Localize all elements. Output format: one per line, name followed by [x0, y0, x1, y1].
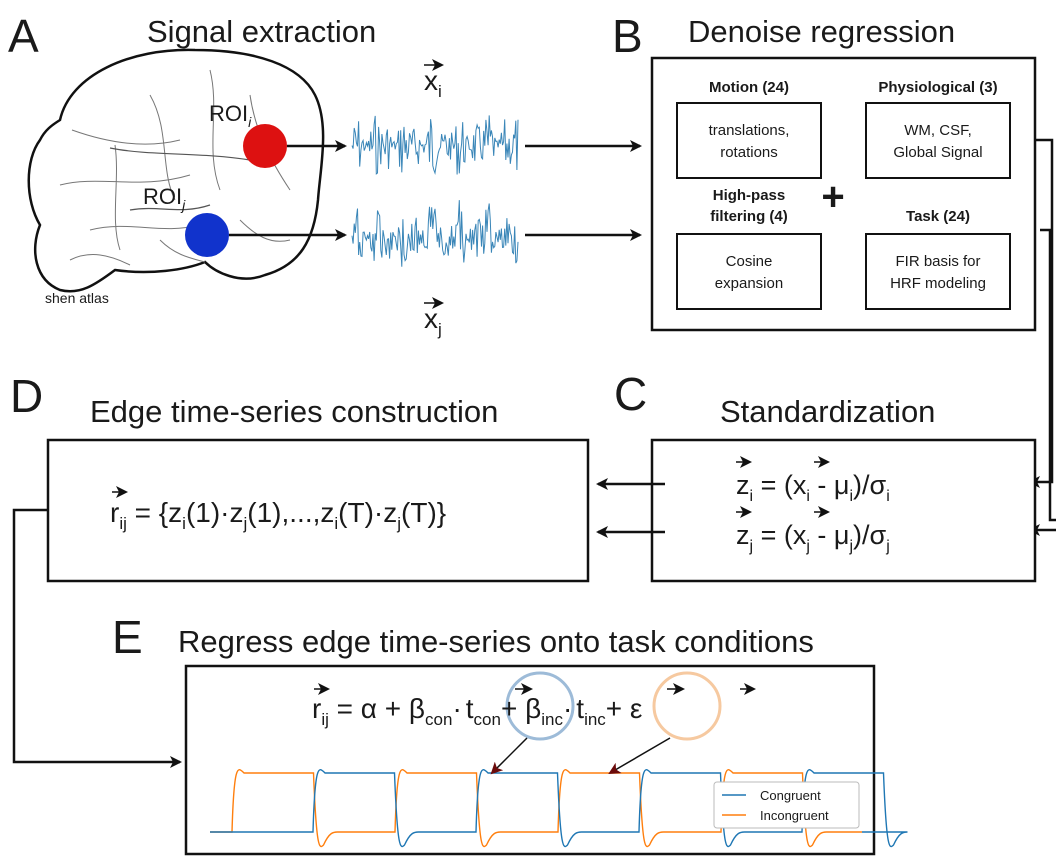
panel-c-letter: C: [614, 368, 647, 420]
task-line2: HRF modeling: [890, 275, 986, 292]
zi-equation: zi = (xi - μi)/σi: [736, 456, 890, 505]
task-regressor-chart: [210, 768, 908, 848]
denoise-to-zj-connector: [1040, 228, 1056, 522]
task-header: Task (24): [906, 208, 970, 225]
edge-construction-box: [46, 438, 590, 583]
panel-e-letter: E: [112, 611, 143, 663]
physio-box: [865, 102, 1011, 179]
edge-equation: rij = {zi(1)·zj(1),...,zi(T)·zj(T)}: [110, 486, 446, 533]
panel-c: C Standardization zi = (xi - μi)/σi zj =…: [596, 368, 1037, 583]
denoise-to-zi-arrow: [1028, 138, 1054, 488]
motion-header: Motion (24): [709, 79, 789, 96]
t-inc-pointer-arrow: [608, 737, 671, 775]
roi-i-marker: [243, 124, 287, 168]
roi-j-marker: [185, 213, 229, 257]
t-inc-highlight-circle: [652, 671, 722, 741]
roi-i-label: ROIi: [209, 101, 252, 130]
t-con-highlight-circle: [505, 671, 575, 741]
physio-line1: WM, CSF,: [904, 122, 972, 139]
panel-a-title: Signal extraction: [147, 14, 376, 49]
zj-equation: zj = (xj - μj)/σj: [736, 506, 890, 555]
xi-label: xi: [424, 59, 444, 101]
svg-text:xj: xj: [424, 303, 442, 339]
atlas-label: shen atlas: [45, 290, 109, 306]
svg-text:zj = (xj - μj)/σj: zj = (xj - μj)/σj: [736, 520, 890, 555]
panel-e-title: Regress edge time-series onto task condi…: [178, 624, 814, 659]
roi-j-label: ROIj: [143, 184, 186, 213]
incongruent-series-line: [210, 768, 862, 848]
panel-c-title: Standardization: [720, 394, 935, 429]
task-line1: FIR basis for: [895, 253, 980, 270]
motion-box: [676, 102, 822, 179]
svg-text:zi = (xi - μi)/σi: zi = (xi - μi)/σi: [736, 470, 890, 505]
congruent-series-line: [210, 768, 908, 848]
svg-text:rij = α + βcon·tcon+ βinc·tin: rij = α + βcon·tcon+ βinc·tinc+ ε: [312, 693, 642, 729]
panel-e: E Regress edge time-series onto task con…: [112, 611, 908, 856]
highpass-line1: Cosine: [726, 253, 773, 270]
task-box: [865, 233, 1011, 310]
edge-to-regress-arrow: [12, 508, 182, 768]
plus-sign: +: [821, 175, 844, 219]
svg-text:rij = {zi(1)·zj(1),...,zi(T)·z: rij = {zi(1)·zj(1),...,zi(T)·zj(T)}: [110, 497, 446, 533]
physio-line2: Global Signal: [893, 144, 982, 161]
standardization-box: [650, 438, 1037, 583]
svg-text:xi: xi: [424, 65, 442, 101]
legend-congruent-label: Congruent: [760, 788, 821, 803]
regression-equation: rij = α + βcon·tcon+ βinc·tinc+ ε: [312, 683, 756, 729]
panel-b-title: Denoise regression: [688, 14, 955, 49]
motion-line1: translations,: [709, 122, 790, 139]
highpass-line2: expansion: [715, 275, 783, 292]
panel-d: D Edge time-series construction rij = {z…: [10, 370, 590, 768]
highpass-header-1: High-pass: [713, 187, 786, 204]
panel-b: B Denoise regression Motion (24) transla…: [612, 10, 1056, 536]
motion-line2: rotations: [720, 144, 778, 161]
chart-legend: Congruent Incongruent: [713, 781, 860, 829]
t-con-pointer-arrow: [490, 737, 528, 775]
panel-d-letter: D: [10, 370, 43, 422]
panel-a-letter: A: [8, 10, 39, 62]
signal-xj-trace: [351, 200, 519, 267]
highpass-header-2: filtering (4): [710, 208, 788, 225]
panel-b-letter: B: [612, 10, 643, 62]
xj-label: xj: [424, 297, 444, 339]
panel-d-title: Edge time-series construction: [90, 394, 498, 429]
panel-a: A Signal extraction ROIi ROIj shen atlas…: [8, 10, 642, 339]
physio-header: Physiological (3): [878, 79, 997, 96]
legend-incongruent-label: Incongruent: [760, 808, 829, 823]
brain-icon: [27, 48, 325, 293]
highpass-box: [676, 233, 822, 310]
signal-xi-trace: [351, 115, 519, 175]
